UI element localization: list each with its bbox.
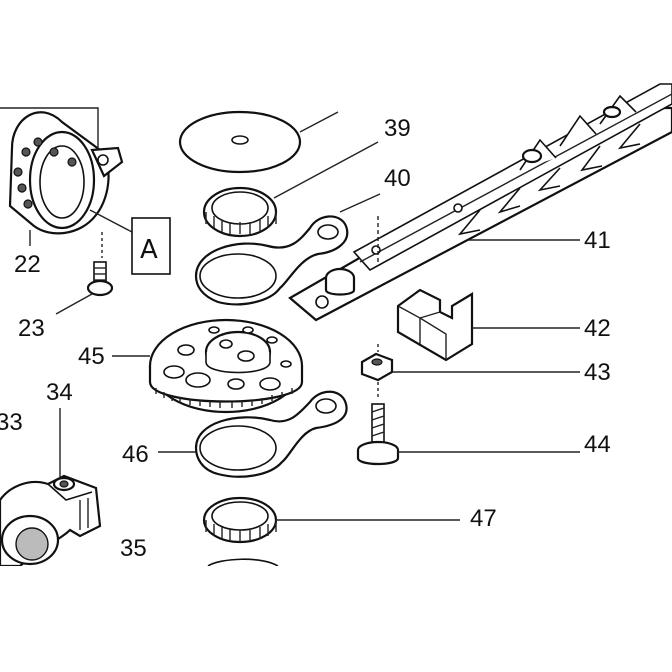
part-41-blade-bar (288, 83, 672, 322)
callout-43: 43 (584, 359, 611, 386)
callout-22: 22 (14, 251, 41, 278)
part-46-connecting-ring (194, 390, 348, 478)
callout-39: 39 (384, 115, 411, 142)
part-42-block (396, 288, 474, 362)
callout-44: 44 (584, 431, 611, 458)
part-44-bolt (356, 403, 400, 466)
callout-42: 42 (584, 315, 611, 342)
part-40-connecting-ring (194, 215, 349, 306)
callout-33: 33 (0, 409, 23, 436)
callout-45: 45 (78, 343, 105, 370)
callout-46: 46 (122, 441, 149, 468)
part-39-needle-bearing (202, 186, 278, 238)
callout-47: 47 (470, 505, 497, 532)
part-45-gear (148, 318, 304, 414)
callout-40: 40 (384, 165, 411, 192)
detail-marker-label: A (140, 235, 158, 265)
callout-34: 34 (46, 379, 73, 406)
callout-23: 23 (18, 315, 45, 342)
detail-marker-box: A (131, 217, 171, 275)
part-43-nut (360, 352, 394, 382)
callout-35: 35 (120, 535, 147, 562)
part-47-needle-bearing (202, 496, 278, 544)
part-34-35-housing (0, 474, 102, 568)
part-22-collar (0, 107, 124, 235)
part-disc-top (178, 110, 302, 174)
part-disc-bottom (207, 558, 279, 567)
callout-41: 41 (584, 227, 611, 254)
part-23-screw (86, 261, 114, 297)
